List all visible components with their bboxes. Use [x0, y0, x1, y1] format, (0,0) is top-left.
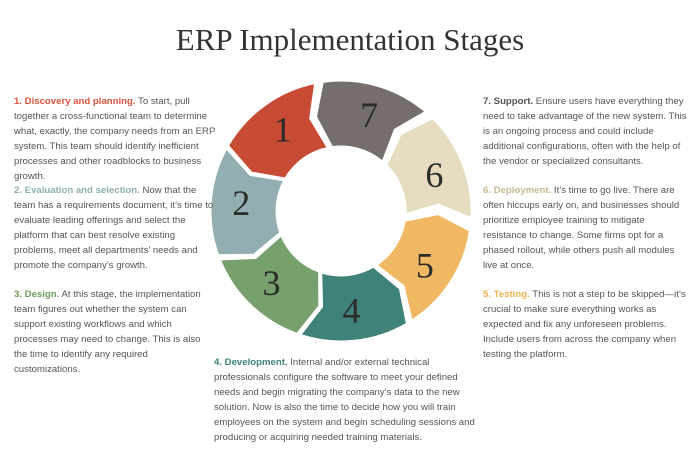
- stage-1-segment: [225, 80, 332, 181]
- stage-7-number: 7: [360, 95, 378, 135]
- stage-3-segment: [216, 231, 322, 337]
- stage-1-label: 1. Discovery and planning.: [14, 96, 136, 107]
- stage-7-text: Ensure users have everything they need t…: [483, 96, 687, 167]
- stage-1-number: 1: [274, 110, 292, 150]
- stage-7-label: 7. Support.: [483, 96, 534, 107]
- stage-2-number: 2: [232, 183, 250, 223]
- page-title: ERP Implementation Stages: [175, 22, 525, 57]
- stage-5-label: 5. Testing.: [483, 289, 530, 300]
- stage-5-description: 5. Testing. This is not a step to be ski…: [483, 287, 688, 362]
- stage-4-description: 4. Development. Internal and/or external…: [214, 355, 484, 445]
- stage-6-segment: [384, 115, 474, 222]
- stage-3-text: At this stage, the implementation team f…: [14, 289, 201, 375]
- stage-4-text: Internal and/or external technical profe…: [214, 357, 475, 443]
- stage-2-text: Now that the team has a requirements doc…: [14, 185, 214, 271]
- stage-5-number: 5: [416, 245, 434, 285]
- stage-4-segment: [296, 264, 410, 344]
- stage-3-description: 3. Design. At this stage, the implementa…: [14, 287, 214, 377]
- stage-2-segment: [208, 144, 288, 258]
- stage-6-description: 6. Deployment. It’s time to go live. The…: [483, 183, 688, 273]
- stage-7-description: 7. Support. Ensure users have everything…: [483, 94, 688, 169]
- stage-5-text: This is not a step to be skipped—it’s cr…: [483, 289, 686, 360]
- stage-1-text: To start, pull together a cross-function…: [14, 96, 216, 182]
- stage-3-number: 3: [263, 263, 281, 303]
- stage-7-segment: [313, 78, 430, 166]
- stage-2-label: 2. Evaluation and selection.: [14, 185, 140, 196]
- stage-2-description: 2. Evaluation and selection. Now that th…: [14, 183, 219, 273]
- stage-5-segment: [372, 211, 473, 324]
- stage-1-description: 1. Discovery and planning. To start, pul…: [14, 94, 219, 184]
- stage-3-label: 3. Design.: [14, 289, 60, 300]
- stage-4-label: 4. Development.: [214, 357, 288, 368]
- stage-6-label: 6. Deployment.: [483, 185, 552, 196]
- stage-6-number: 6: [425, 155, 443, 195]
- stage-4-number: 4: [342, 290, 360, 330]
- stage-6-text: It’s time to go live. There are often hi…: [483, 185, 680, 271]
